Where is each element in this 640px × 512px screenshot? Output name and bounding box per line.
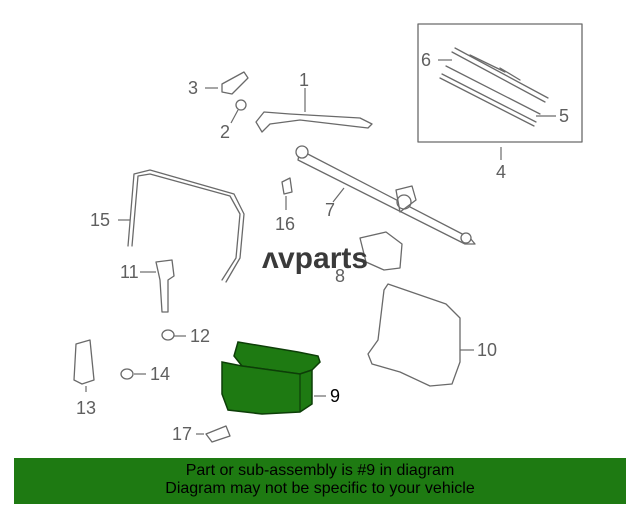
callout-1: 1 xyxy=(299,70,309,90)
washer-nozzle xyxy=(155,259,175,313)
callout-5: 5 xyxy=(559,106,569,126)
washer-hose xyxy=(131,173,241,281)
banner-line-1: Part or sub-assembly is #9 in diagram xyxy=(185,462,455,479)
callout-2: 2 xyxy=(220,122,230,142)
washer-reservoir xyxy=(221,341,321,415)
wiper-arm xyxy=(255,111,373,133)
callout-14: 14 xyxy=(150,364,170,384)
callout-8: 8 xyxy=(335,266,345,286)
callout-7: 7 xyxy=(325,200,335,220)
leader-lines xyxy=(85,59,556,435)
callout-6: 6 xyxy=(421,50,431,70)
info-banner: Part or sub-assembly is #9 in diagram Di… xyxy=(14,458,626,504)
nut xyxy=(235,99,247,111)
callout-12: 12 xyxy=(190,326,210,346)
callout-16: 16 xyxy=(275,214,295,234)
callout-17: 17 xyxy=(172,424,192,444)
level-sensor xyxy=(205,425,231,443)
watermark-logo-mark: ʌ xyxy=(262,242,279,275)
wiper-blade-upper xyxy=(454,47,549,99)
clip xyxy=(281,177,293,195)
grommet xyxy=(161,329,175,341)
banner-line-2: Diagram may not be specific to your vehi… xyxy=(165,480,475,497)
washer-pump xyxy=(73,339,95,385)
wiper-blade-set-box xyxy=(417,23,583,143)
wiper-arm-cap xyxy=(221,71,249,95)
callout-15: 15 xyxy=(90,210,110,230)
callout-13: 13 xyxy=(76,398,96,418)
callout-3: 3 xyxy=(188,78,198,98)
pump-seal xyxy=(120,368,134,380)
wiper-linkage xyxy=(295,145,476,245)
wiper-motor xyxy=(359,231,403,271)
wiper-refill-1 xyxy=(445,65,541,115)
callout-10: 10 xyxy=(477,340,497,360)
callout-9: 9 xyxy=(330,386,340,406)
reservoir-housing xyxy=(367,283,461,387)
watermark-logo-text: vparts xyxy=(278,242,368,275)
wiper-refill-2 xyxy=(439,73,537,127)
wiper-blade-upper-detail xyxy=(451,51,546,103)
exploded-parts-diagram: ʌ vparts 1 2 3 4 5 6 7 8 9 10 11 12 13 1… xyxy=(73,23,583,444)
callout-4: 4 xyxy=(496,162,506,182)
callout-11: 11 xyxy=(120,262,139,282)
